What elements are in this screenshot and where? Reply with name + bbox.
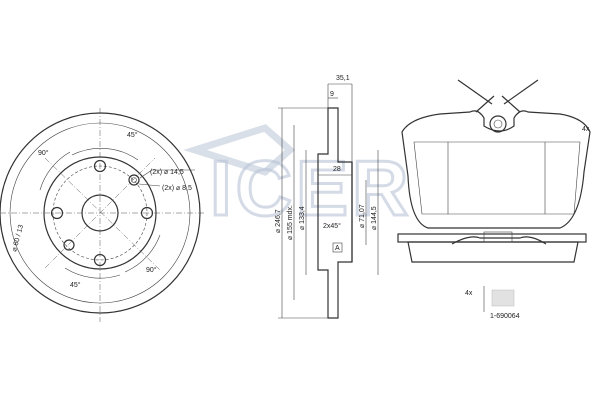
bolt-hole-left [50,206,64,220]
hole-callout: (2x) ⌀ 14,5 [150,169,184,176]
diameter-label: ⌀ 133,4 [299,206,306,230]
watermark-text: ICER [210,144,412,232]
pad-friction-area [413,141,581,215]
pad-qty: 4x [582,126,590,133]
diameter-label: ⌀ 71,07 [359,204,366,228]
accessory-qty: 4x [465,290,473,297]
hole-callout: (2x) ⌀ 8,5 [162,185,192,192]
diameter-label: ⌀ 144,5 [371,206,378,230]
pad-backing-plate [401,110,591,229]
datum-label: A [335,245,340,252]
disc-section-view: 35,1 9 28 2x45° A ⌀ 246,7 ⌀ 155 mdx. ⌀ 1… [275,75,379,319]
pin-hole-lower [63,239,75,251]
accessory-image [491,289,515,307]
pcd-label: ⌀ 60 / 13 [11,224,25,253]
angle-label: 90° [146,266,157,274]
brake-pad: 4x [401,79,591,229]
icer-watermark: ICER [183,124,412,234]
spring-clip [457,79,539,113]
disc-profile [317,107,353,319]
angle-label: 45° [70,281,81,289]
diameter-label: ⌀ 246,7 [275,209,282,233]
dim-label: 9 [330,91,334,98]
dim-label: 35,1 [336,75,350,82]
dim-label: 2x45° [323,222,341,230]
part-number: 1-690064 [490,313,520,320]
diameter-label: ⌀ 155 mdx. [287,205,294,240]
dim-label: 28 [333,166,341,173]
wear-indicator-clip [489,115,507,133]
disc-front-view: 45° 90° 45° 90° (2x) ⌀ 14,5 (2x) ⌀ 8,5 ⌀… [0,108,205,322]
pad-side-friction [407,241,579,263]
bolt-hole-right [140,206,154,220]
pad-side-view [397,231,587,263]
pin-hole-upper [128,174,140,186]
pad-side-spring [451,236,547,245]
accessory-block: 4x 1-690064 [465,286,520,320]
angle-label: 90° [38,149,49,157]
angle-label: 45° [127,131,138,139]
